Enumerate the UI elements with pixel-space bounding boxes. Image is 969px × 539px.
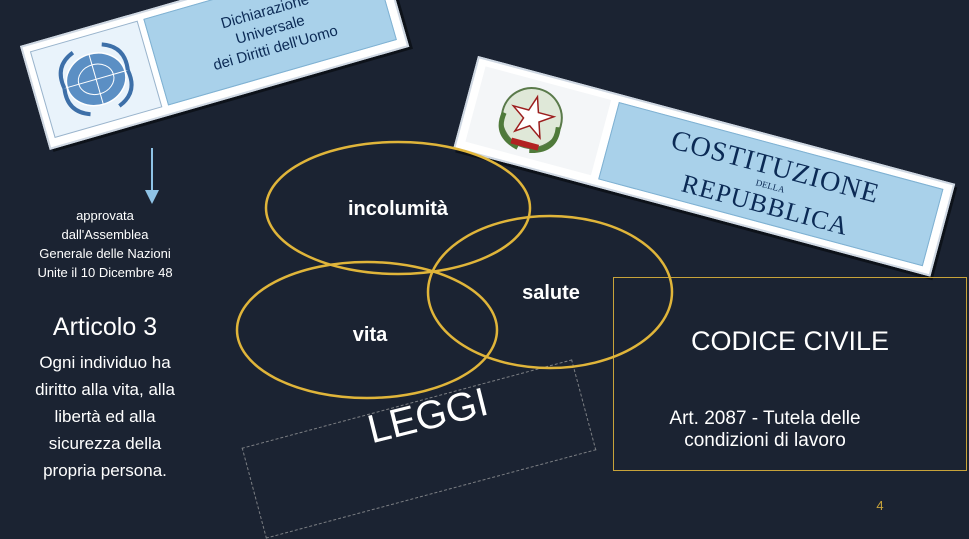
article-line-3: libertà ed alla <box>54 407 156 426</box>
article-line-1: Ogni individuo ha <box>39 353 171 372</box>
approval-line-2: dall'Assemblea <box>61 227 149 242</box>
civil-code-box <box>613 277 967 471</box>
udhr-card: Dichiarazione Universale dei Diritti del… <box>20 0 410 150</box>
circle-salute <box>426 214 674 370</box>
civil-code-line-2: condizioni di lavoro <box>684 430 846 451</box>
article-line-5: propria persona. <box>43 461 167 480</box>
circle-label-vita: vita <box>352 324 388 346</box>
venn-circles <box>235 140 674 400</box>
civil-code-article: Art. 2087 - Tutela delle condizioni di l… <box>600 408 930 452</box>
constitution-card: COSTITUZIONE DELLA REPUBBLICA <box>453 56 956 277</box>
article-line-4: sicurezza della <box>48 434 162 453</box>
approval-line-1: approvata <box>76 208 134 223</box>
page-number: 4 <box>876 498 884 513</box>
italian-emblem-icon <box>465 66 612 176</box>
circle-vita <box>235 260 499 400</box>
approval-line-3: Generale delle Nazioni <box>39 246 171 261</box>
approval-note: approvata dall'Assemblea Generale delle … <box>0 206 210 282</box>
down-arrow-icon <box>145 148 159 204</box>
un-emblem-icon <box>29 20 163 138</box>
civil-code-line-1: Art. 2087 - Tutela delle <box>669 408 861 429</box>
circle-label-salute: salute <box>522 282 580 304</box>
circle-label-incolumita: incolumità <box>347 198 448 220</box>
article-line-2: diritto alla vita, alla <box>35 380 175 399</box>
article-title: Articolo 3 <box>52 313 158 341</box>
article-body: Ogni individuo ha diritto alla vita, all… <box>0 349 210 484</box>
approval-line-4: Unite il 10 Dicembre 48 <box>37 265 173 280</box>
civil-code-title: CODICE CIVILE <box>690 326 890 356</box>
circle-incolumita <box>264 140 532 276</box>
